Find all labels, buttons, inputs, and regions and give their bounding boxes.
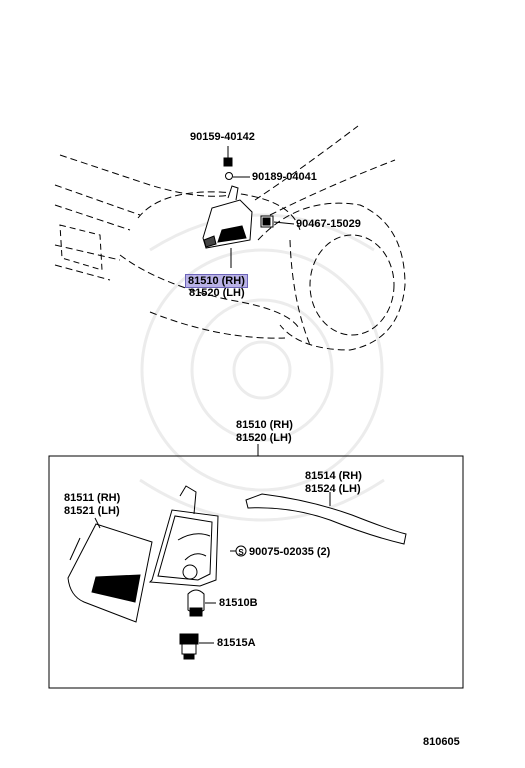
callout-bolt: 90159-40142 <box>190 131 255 143</box>
leader-lines-top <box>230 176 295 268</box>
callout-gasket-rh: 81514 (RH) <box>305 470 362 482</box>
callout-lens-rh: 81511 (RH) <box>64 492 121 504</box>
callout-retainer: 90467-15029 <box>296 218 361 230</box>
watermark-emblem <box>139 213 385 522</box>
callout-gasket-lh: 81524 (LH) <box>305 483 361 495</box>
callout-assy-rh-highlighted: 81510 (RH) <box>185 274 248 288</box>
callout-assy-lh-box: 81520 (LH) <box>236 432 292 444</box>
callout-clip: 90189-04041 <box>252 171 317 183</box>
exploded-view-frame <box>48 455 464 689</box>
callout-screw: 90075-02035 (2) <box>249 546 331 558</box>
callout-assy-rh-box: 81510 (RH) <box>236 419 293 431</box>
gasket-strip <box>245 493 407 545</box>
callout-socket: 81515A <box>217 637 256 649</box>
outer-lens <box>67 523 153 623</box>
fastener-icons-top <box>223 146 274 228</box>
lamp-in-vehicle <box>202 185 253 249</box>
callout-lens-lh: 81521 (LH) <box>64 505 120 517</box>
callout-bulb: 81510B <box>219 597 258 609</box>
socket-icon <box>179 633 199 660</box>
screw-marker-glyph: S <box>238 548 244 557</box>
figure-code: 810605 <box>423 736 460 748</box>
callout-assy-lh-top: 81520 (LH) <box>189 287 245 299</box>
bulb-icon <box>187 589 205 617</box>
lamp-housing <box>148 485 219 587</box>
leader-lines-box <box>94 492 331 644</box>
vehicle-body-outline <box>54 125 406 351</box>
